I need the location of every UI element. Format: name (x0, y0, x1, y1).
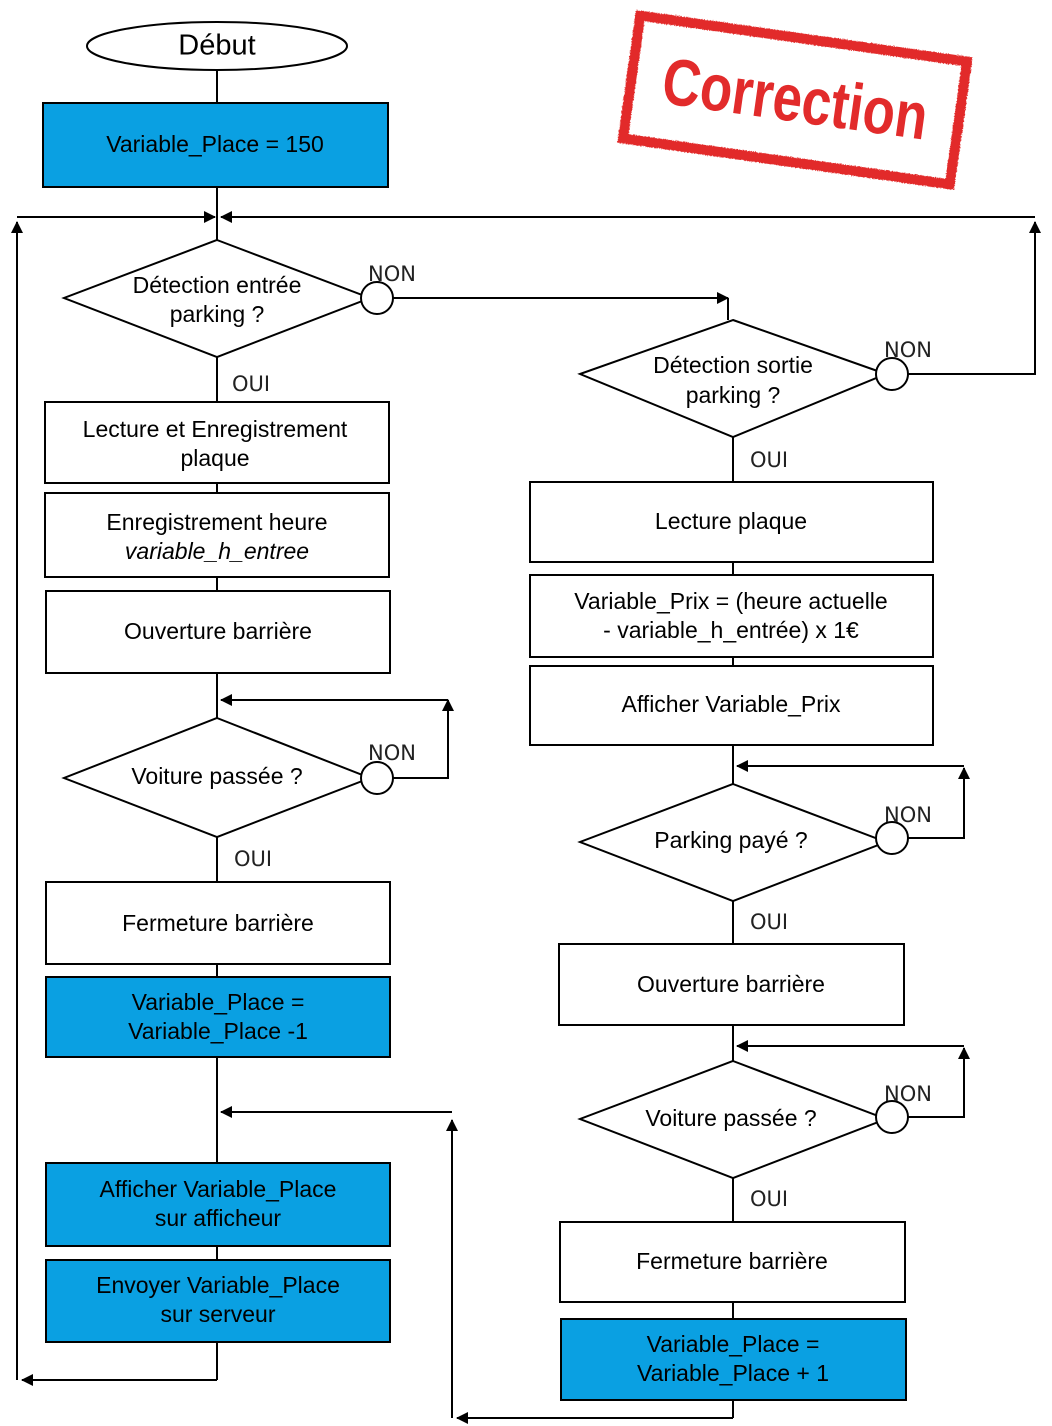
decision-car-left: Voiture passée ? (61, 716, 373, 839)
box-read-record-plate: Lecture et Enregistrement plaque (44, 401, 390, 484)
connectors-right (220, 211, 1041, 1424)
decision-exit-line2: parking ? (686, 382, 781, 408)
decision-car-left-label: Voiture passée ? (131, 763, 302, 789)
init-label: Variable_Place = 150 (106, 131, 324, 157)
connector-circle (875, 1100, 909, 1134)
inc-place-line2: Variable_Place + 1 (637, 1360, 829, 1386)
open-gate-right-label: Ouverture barrière (637, 971, 825, 997)
start-label: Début (178, 30, 255, 62)
stamp-label: Correction (658, 44, 933, 154)
box-open-gate-left: Ouverture barrière (45, 590, 391, 674)
yes-label-paid: OUI (750, 910, 788, 934)
decision-entry-line2: parking ? (170, 301, 265, 327)
box-show-price: Afficher Variable_Prix (529, 665, 934, 746)
send-place-line1: Envoyer Variable_Place (96, 1272, 340, 1298)
box-increment-place: Variable_Place = Variable_Place + 1 (560, 1318, 907, 1401)
dec-place-line1: Variable_Place = (132, 989, 305, 1015)
connector-circle (360, 281, 394, 315)
read-plate-line1: Lecture et Enregistrement (83, 416, 348, 442)
box-send-place: Envoyer Variable_Place sur serveur (45, 1259, 391, 1343)
price-line1: Variable_Prix = (heure actuelle (574, 588, 887, 614)
box-price: Variable_Prix = (heure actuelle - variab… (529, 574, 934, 658)
box-open-gate-right: Ouverture barrière (558, 943, 905, 1026)
decision-car-right: Voiture passée ? (577, 1059, 889, 1180)
box-close-gate-left: Fermeture barrière (45, 881, 391, 965)
init-box: Variable_Place = 150 (42, 102, 389, 188)
send-place-line2: sur serveur (160, 1301, 275, 1327)
yes-label-exit: OUI (750, 448, 788, 472)
yes-label-car-left: OUI (234, 847, 272, 871)
no-label-paid: NON (884, 803, 932, 827)
decision-exit-line1: Détection sortie (653, 352, 813, 378)
box-read-plate-right: Lecture plaque (529, 481, 934, 563)
display-place-line1: Afficher Variable_Place (100, 1176, 337, 1202)
box-decrement-place: Variable_Place = Variable_Place -1 (45, 976, 391, 1058)
close-gate-right-label: Fermeture barrière (636, 1248, 828, 1274)
no-label-exit: NON (884, 338, 932, 362)
open-gate-left-label: Ouverture barrière (124, 618, 312, 644)
start-terminal: Début (86, 21, 348, 71)
inc-place-line1: Variable_Place = (647, 1331, 820, 1357)
yes-label-car-right: OUI (750, 1187, 788, 1211)
decision-entry: Détection entrée parking ? (61, 238, 373, 359)
show-price-label: Afficher Variable_Prix (621, 691, 841, 717)
connector-circle (875, 821, 909, 855)
price-line2: - variable_h_entrée) x 1€ (603, 617, 859, 643)
dec-place-line2: Variable_Place -1 (128, 1018, 308, 1044)
box-close-gate-right: Fermeture barrière (559, 1221, 906, 1303)
no-label-entry: NON (368, 262, 416, 286)
close-gate-left-label: Fermeture barrière (122, 910, 314, 936)
decision-exit: Détection sortie parking ? (577, 318, 889, 439)
no-label-car-left: NON (368, 741, 416, 765)
decision-paid-label: Parking payé ? (654, 827, 807, 853)
no-label-car-right: NON (884, 1082, 932, 1106)
decision-paid: Parking payé ? (577, 782, 889, 903)
read-plate-right-label: Lecture plaque (655, 508, 807, 534)
correction-stamp: Correction (617, 9, 973, 191)
record-time-line2: variable_h_entree (125, 538, 309, 564)
yes-label-entry: OUI (232, 372, 270, 396)
display-place-line2: sur afficheur (155, 1205, 281, 1231)
decision-entry-line1: Détection entrée (133, 272, 302, 298)
record-time-line1: Enregistrement heure (106, 509, 327, 535)
box-record-time: Enregistrement heure variable_h_entree (44, 492, 390, 578)
connector-circle (875, 357, 909, 391)
box-display-place: Afficher Variable_Place sur afficheur (45, 1162, 391, 1247)
connectors-left (11, 70, 729, 1386)
connector-circle (360, 761, 394, 795)
read-plate-line2: plaque (180, 445, 249, 471)
decision-car-right-label: Voiture passée ? (645, 1105, 816, 1131)
